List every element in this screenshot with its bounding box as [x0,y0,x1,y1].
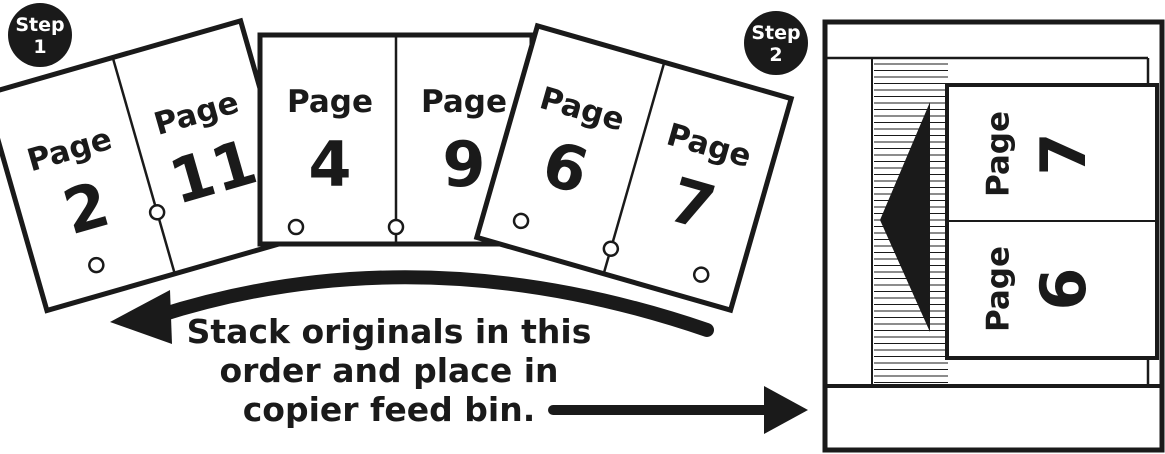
step-2-badge: Step 2 [744,11,808,75]
step-2-badge-word: Step [751,22,800,44]
step-2-badge-number: 2 [769,44,782,66]
page-label: Page [421,84,507,120]
page-number: 7 [1027,132,1100,175]
step-1-badge-word: Step [15,14,64,36]
caption-line-1: Stack originals in this [187,312,592,351]
page-label: Page [981,111,1017,197]
instruction-caption: Stack originals in this order and place … [187,312,592,429]
caption-line-2: order and place in [219,351,558,390]
page-number: 9 [442,128,485,201]
staple-hole [389,220,403,234]
to-feeder-arrow [553,386,808,434]
page-number: 6 [1027,267,1100,310]
step-1-badge: Step 1 [8,3,72,67]
page-number: 4 [308,128,351,201]
step-1-badge-number: 1 [33,36,46,58]
feeder-sheet-page-6-7: Page 7 Page 6 [947,85,1157,358]
caption-line-3: copier feed bin. [243,390,536,429]
page-label: Page [287,84,373,120]
page-label: Page [981,246,1017,332]
punch-hole [289,220,303,234]
sheet-page-6-7: Page 6 Page 7 [477,26,791,310]
